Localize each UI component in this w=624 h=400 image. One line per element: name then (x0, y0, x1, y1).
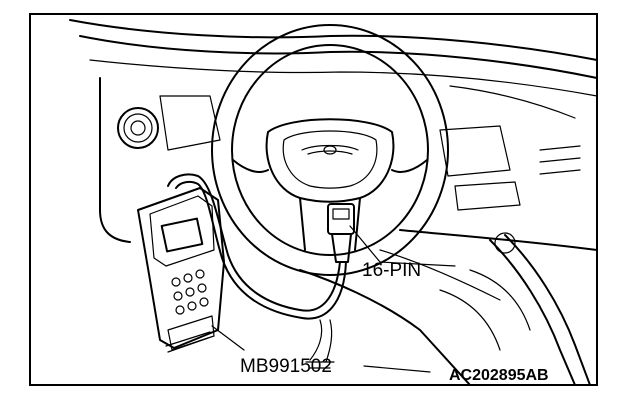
figure-code: AC202895AB (449, 367, 549, 384)
leader-lines (211, 225, 456, 373)
scan-tool-keypad (171, 269, 209, 315)
diagnostic-connector-plug (327, 203, 355, 263)
connector-label: 16-PIN (362, 260, 421, 281)
air-vent (117, 107, 159, 149)
figure-frame (29, 13, 598, 386)
tool-label: MB991502 (240, 356, 332, 377)
lower-console (299, 232, 591, 386)
steering-wheel (211, 24, 449, 276)
diagnostic-cable (167, 173, 347, 369)
